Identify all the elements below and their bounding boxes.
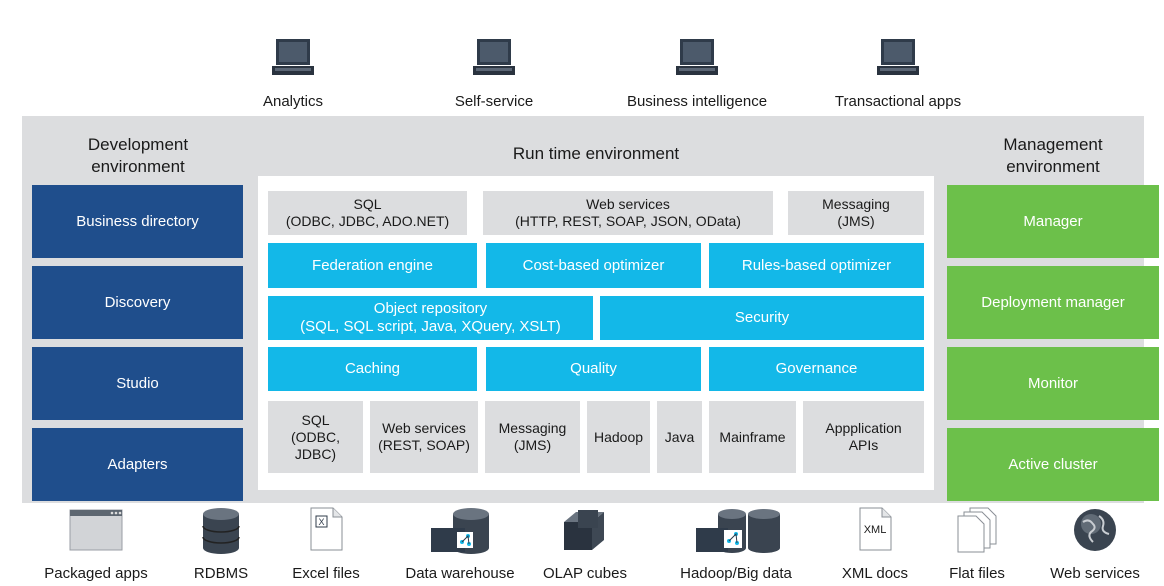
source-web-services: Web services — [1050, 504, 1140, 586]
connector-web-services: Web services (REST, SOAP) — [370, 401, 478, 473]
connector-application-apis: Appplication APIs — [803, 401, 924, 473]
dev-studio: Studio — [32, 347, 243, 420]
source-xml-docs: XML XML docs — [835, 504, 915, 586]
excel-glyph: X — [318, 517, 324, 527]
window-icon — [69, 509, 123, 551]
interface-web-services: Web services (HTTP, REST, SOAP, JSON, OD… — [483, 191, 773, 235]
source-packaged-apps: Packaged apps — [44, 504, 148, 586]
connector-sql: SQL (ODBC, JDBC) — [268, 401, 363, 473]
security: Security — [600, 296, 924, 340]
mgmt-monitor: Monitor — [947, 347, 1159, 420]
connector-messaging: Messaging (JMS) — [485, 401, 580, 473]
mgmt-deployment-manager: Deployment manager — [947, 266, 1159, 339]
rules-based-optimizer: Rules-based optimizer — [709, 243, 924, 288]
xml-glyph: XML — [864, 524, 887, 536]
consumer-self-service: Self-service — [404, 32, 584, 112]
caching: Caching — [268, 347, 477, 391]
dev-discovery: Discovery — [32, 266, 243, 339]
object-repository: Object repository (SQL, SQL script, Java… — [268, 296, 593, 340]
mgmt-manager: Manager — [947, 185, 1159, 258]
connector-hadoop: Hadoop — [587, 401, 650, 473]
source-olap-cubes: OLAP cubes — [540, 504, 630, 586]
big-data-icon — [696, 509, 780, 553]
excel-file-icon: X — [310, 507, 343, 551]
interface-messaging: Messaging (JMS) — [788, 191, 924, 235]
mgmt-active-cluster: Active cluster — [947, 428, 1159, 501]
cube-icon — [564, 510, 604, 550]
development-title: Development environment — [87, 135, 189, 176]
globe-icon — [1074, 509, 1116, 551]
laptop-icon — [473, 39, 515, 75]
consumer-label: Transactional apps — [834, 93, 962, 110]
federation-engine: Federation engine — [268, 243, 477, 288]
interface-sql: SQL (ODBC, JDBC, ADO.NET) — [268, 191, 467, 235]
consumer-label: Business intelligence — [626, 93, 768, 110]
dev-adapters: Adapters — [32, 428, 243, 501]
consumer-label: Analytics — [262, 93, 324, 110]
source-rdbms: RDBMS — [184, 504, 258, 586]
consumer-transactional-apps: Transactional apps — [808, 32, 988, 112]
quality: Quality — [486, 347, 701, 391]
connector-java: Java — [657, 401, 702, 473]
source-flat-files: Flat files — [936, 504, 1018, 586]
cost-based-optimizer: Cost-based optimizer — [486, 243, 701, 288]
connector-mainframe: Mainframe — [709, 401, 796, 473]
source-excel-files: X Excel files — [286, 504, 366, 586]
source-data-warehouse: Data warehouse — [405, 504, 515, 586]
dev-business-directory: Business directory — [32, 185, 243, 258]
management-title: Management environment — [1003, 135, 1103, 176]
laptop-icon — [676, 39, 718, 75]
laptop-icon — [877, 39, 919, 75]
consumer-business-intelligence: Business intelligence — [607, 32, 787, 112]
xml-file-icon: XML — [859, 507, 892, 551]
data-warehouse-icon — [431, 508, 489, 554]
consumer-label: Self-service — [454, 93, 534, 110]
governance: Governance — [709, 347, 924, 391]
flat-files-icon — [957, 507, 997, 553]
laptop-icon — [272, 39, 314, 75]
runtime-title: Run time environment — [512, 144, 680, 163]
source-hadoop-big-data: Hadoop/Big data — [680, 504, 792, 586]
database-icon — [202, 508, 240, 554]
consumer-analytics: Analytics — [203, 32, 383, 112]
